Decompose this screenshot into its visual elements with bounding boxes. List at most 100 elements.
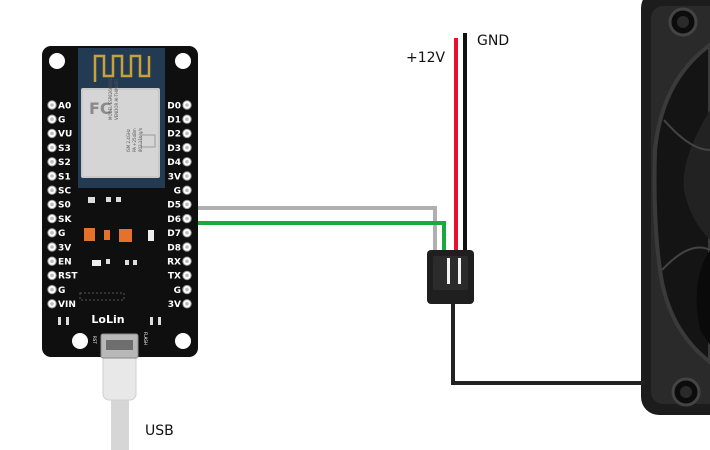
- pin-hole: [50, 117, 54, 121]
- pin-hole: [185, 216, 189, 221]
- pin-label: D0: [167, 101, 181, 111]
- pin-hole: [50, 231, 54, 235]
- left-pin: 3V: [47, 242, 71, 253]
- pin-label: 3V: [168, 300, 181, 310]
- usb-label: USB: [145, 423, 174, 439]
- left-pin: G: [47, 114, 65, 126]
- left-pin: S2: [47, 157, 71, 168]
- fan-ground-wire: [451, 300, 645, 385]
- pin-hole: [185, 287, 189, 292]
- gnd-label: GND: [477, 33, 509, 49]
- pin-label: EN: [58, 258, 72, 268]
- module-text-line: ISM 2.4GHz: [126, 129, 131, 152]
- pin-hole: [50, 302, 54, 306]
- fcc-mark: FC: [89, 99, 112, 118]
- right-pin: D0: [167, 100, 192, 111]
- pin-label: A0: [58, 101, 71, 111]
- wires: [197, 33, 645, 385]
- pin-hole: [50, 174, 54, 178]
- right-pin: 3V: [168, 299, 192, 310]
- pin-label: VIN: [58, 300, 76, 310]
- right-pin: D2: [167, 128, 192, 140]
- green-wire-d7: [197, 221, 446, 252]
- left-pin: SK: [47, 213, 72, 225]
- module-text-line: VENDOR AI-THINKER: [114, 79, 119, 120]
- pin-label: 3V: [168, 172, 181, 182]
- left-pin: G: [47, 228, 65, 239]
- pin-hole: [185, 188, 189, 192]
- pin-hole: [185, 231, 189, 235]
- pin-label: TX: [168, 272, 181, 282]
- pin-hole: [185, 202, 189, 207]
- right-pin: D6: [167, 213, 192, 225]
- rst-button-label: RST: [92, 336, 97, 344]
- right-pin: D3: [167, 142, 192, 154]
- pin-label: D8: [167, 243, 181, 253]
- right-pin: D8: [167, 242, 192, 253]
- left-pin: S0: [47, 199, 71, 211]
- pin-hole: [185, 245, 189, 249]
- pin-label: G: [58, 116, 65, 126]
- pin-label: D4: [167, 158, 181, 168]
- right-pin: 3V: [168, 171, 192, 182]
- right-pin: G: [174, 185, 192, 197]
- left-pin: A0: [47, 100, 71, 111]
- pin-label: G: [58, 286, 65, 296]
- pin-hole: [185, 160, 189, 164]
- pin-hole: [50, 287, 54, 292]
- pin-label: D1: [167, 116, 181, 126]
- pin-label: G: [174, 187, 181, 197]
- pin-hole: [50, 131, 54, 136]
- pin-hole: [50, 259, 54, 264]
- right-pin: D7: [167, 228, 192, 239]
- pin-label: RX: [167, 258, 181, 268]
- pin-label: 3V: [58, 243, 71, 253]
- right-pin: RX: [167, 256, 192, 268]
- pin-hole: [50, 188, 54, 192]
- pin-label: SC: [58, 187, 71, 197]
- left-pin: S3: [47, 142, 71, 154]
- pin-hole: [185, 302, 189, 306]
- pin-label: G: [58, 229, 65, 239]
- pin-label: S0: [58, 201, 71, 211]
- pin-hole: [50, 216, 54, 221]
- module-text-line: MODEL ESP8266MOD: [108, 77, 113, 120]
- fan-connector: [427, 250, 474, 304]
- pin-label: S3: [58, 144, 71, 154]
- left-pin: S1: [47, 171, 71, 182]
- pin-hole: [185, 145, 189, 150]
- fan: [641, 0, 710, 415]
- pin-hole: [50, 145, 54, 150]
- right-pin: D5: [167, 199, 192, 211]
- pin-hole: [185, 273, 189, 278]
- pin-hole: [50, 160, 54, 164]
- left-pin: G: [47, 284, 65, 296]
- pin-label: S2: [58, 158, 71, 168]
- gray-wire-d6: [197, 206, 437, 252]
- pin-hole: [185, 131, 189, 136]
- pin-label: G: [174, 286, 181, 296]
- left-pin: VIN: [47, 299, 76, 310]
- pin-label: D2: [167, 130, 181, 140]
- board-name: LoLin: [91, 313, 124, 326]
- pin-hole: [185, 174, 189, 178]
- right-pin: D1: [167, 114, 192, 126]
- left-pin: VU: [47, 128, 72, 140]
- pin-hole: [50, 273, 54, 278]
- right-pin: TX: [168, 270, 192, 282]
- pin-hole: [50, 202, 54, 207]
- pin-hole: [185, 117, 189, 121]
- left-pin: RST: [47, 270, 78, 282]
- pin-hole: [50, 103, 54, 107]
- pin-hole: [50, 245, 54, 249]
- pin-label: VU: [58, 130, 72, 140]
- flash-button-label: FLASH: [143, 332, 148, 345]
- nodemcu-board: FC MODEL ESP8266MOD VENDOR AI-THINKER IS…: [42, 46, 198, 359]
- plus12v-label: +12V: [406, 50, 446, 66]
- pin-hole: [185, 103, 189, 107]
- left-pin: EN: [47, 256, 72, 268]
- pin-label: RST: [58, 272, 78, 282]
